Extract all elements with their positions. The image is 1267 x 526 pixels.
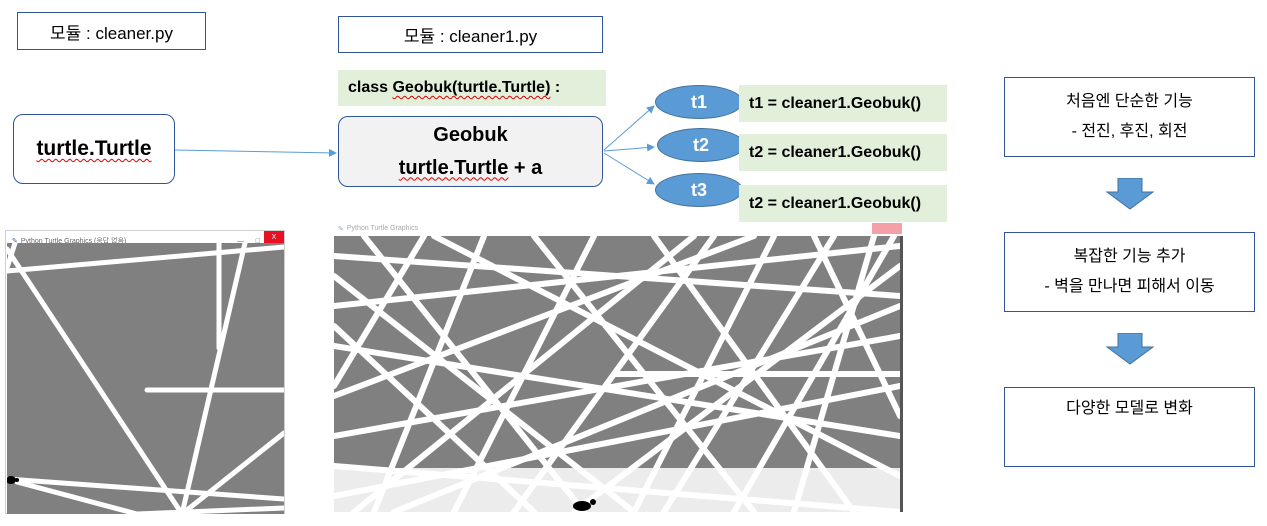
small-window-title: Python Turtle Graphics (응답 없음): [20, 238, 127, 245]
close-button[interactable]: X: [264, 231, 284, 243]
large-turtle-window: ✎ Python Turtle Graphics: [332, 222, 903, 514]
close-icon: X: [271, 233, 277, 241]
instance-t2-ellipse: t2: [657, 128, 745, 162]
geobuk-box: Geobuk turtle.Turtle + a: [338, 116, 603, 187]
stage-3-box: 다양한 모델로 변화: [1004, 387, 1255, 467]
class-name: Geobuk(turtle.Turtle): [392, 79, 551, 96]
class-definition: class Geobuk(turtle.Turtle) :: [338, 70, 606, 106]
large-window-title: Python Turtle Graphics: [346, 225, 419, 232]
module-cleaner1-label: 모듈 : cleaner1.py: [403, 27, 538, 46]
feather-icon: ✎: [12, 238, 18, 245]
down-arrow-1: [1106, 178, 1154, 210]
down-arrow-2: [1106, 333, 1154, 365]
arrow-geobuk-to-t1: [603, 105, 655, 151]
turtle-turtle-box: turtle.Turtle: [13, 114, 175, 184]
turtle-icon: [573, 499, 596, 511]
module-cleaner-box: 모듈 : cleaner.py: [17, 12, 206, 50]
geobuk-formula: turtle.Turtle + a: [399, 152, 543, 185]
arrow-turtle-to-geobuk: [174, 148, 337, 157]
instance-t2-code: t2 = cleaner1.Geobuk(): [739, 134, 947, 171]
geobuk-extension: + a: [508, 156, 543, 179]
stage-1-title: 처음엔 단순한 기능: [1066, 93, 1193, 110]
instance-t1-ellipse: t1: [655, 85, 743, 119]
instance-t3-ellipse: t3: [655, 173, 743, 207]
large-turtle-canvas: [334, 236, 903, 512]
stage-1-detail: - 전진, 후진, 회전: [1071, 123, 1188, 140]
close-button[interactable]: [872, 223, 902, 234]
stage-1-box: 처음엔 단순한 기능 - 전진, 후진, 회전: [1004, 77, 1255, 157]
small-turtle-canvas: [7, 243, 284, 514]
arrow-geobuk-to-t3: [603, 152, 655, 185]
stage-2-box: 복잡한 기능 추가 - 벽을 만나면 피해서 이동: [1004, 232, 1255, 312]
instance-t3-code-text: t2 = cleaner1.Geobuk(): [749, 194, 922, 212]
module-cleaner-label: 모듈 : cleaner.py: [50, 23, 173, 43]
feather-icon: ✎: [338, 225, 344, 233]
geobuk-base-class: turtle.Turtle: [398, 156, 509, 179]
maximize-button[interactable]: □: [255, 237, 260, 245]
instance-t2-label: t2: [692, 134, 709, 155]
instance-t3-label: t3: [690, 179, 707, 200]
minimize-button[interactable]: —: [237, 237, 244, 245]
stage-3-title: 다양한 모델로 변화: [1066, 400, 1193, 417]
large-window-titlebar: ✎ Python Turtle Graphics: [332, 222, 902, 235]
turtle-turtle-label: turtle.Turtle: [36, 137, 152, 160]
instance-t1-code: t1 = cleaner1.Geobuk(): [739, 85, 947, 122]
class-suffix: :: [550, 79, 561, 96]
geobuk-title: Geobuk: [433, 123, 508, 146]
large-turtle-paths: [334, 236, 900, 512]
turtle-icon: [7, 476, 19, 484]
stage-2-detail: - 벽을 만나면 피해서 이동: [1044, 278, 1215, 295]
instance-t2-code-text: t2 = cleaner1.Geobuk(): [749, 143, 922, 161]
class-keyword: class: [348, 79, 393, 96]
module-cleaner1-box: 모듈 : cleaner1.py: [338, 16, 603, 53]
arrow-geobuk-to-t2: [603, 143, 655, 152]
instance-t1-label: t1: [690, 91, 707, 112]
instance-t1-code-text: t1 = cleaner1.Geobuk(): [749, 94, 922, 112]
instance-t3-code: t2 = cleaner1.Geobuk(): [739, 185, 947, 222]
stage-2-title: 복잡한 기능 추가: [1073, 248, 1186, 265]
small-turtle-window: ✎ Python Turtle Graphics (응답 없음) — □ X: [5, 230, 285, 514]
small-turtle-paths: [7, 243, 284, 514]
